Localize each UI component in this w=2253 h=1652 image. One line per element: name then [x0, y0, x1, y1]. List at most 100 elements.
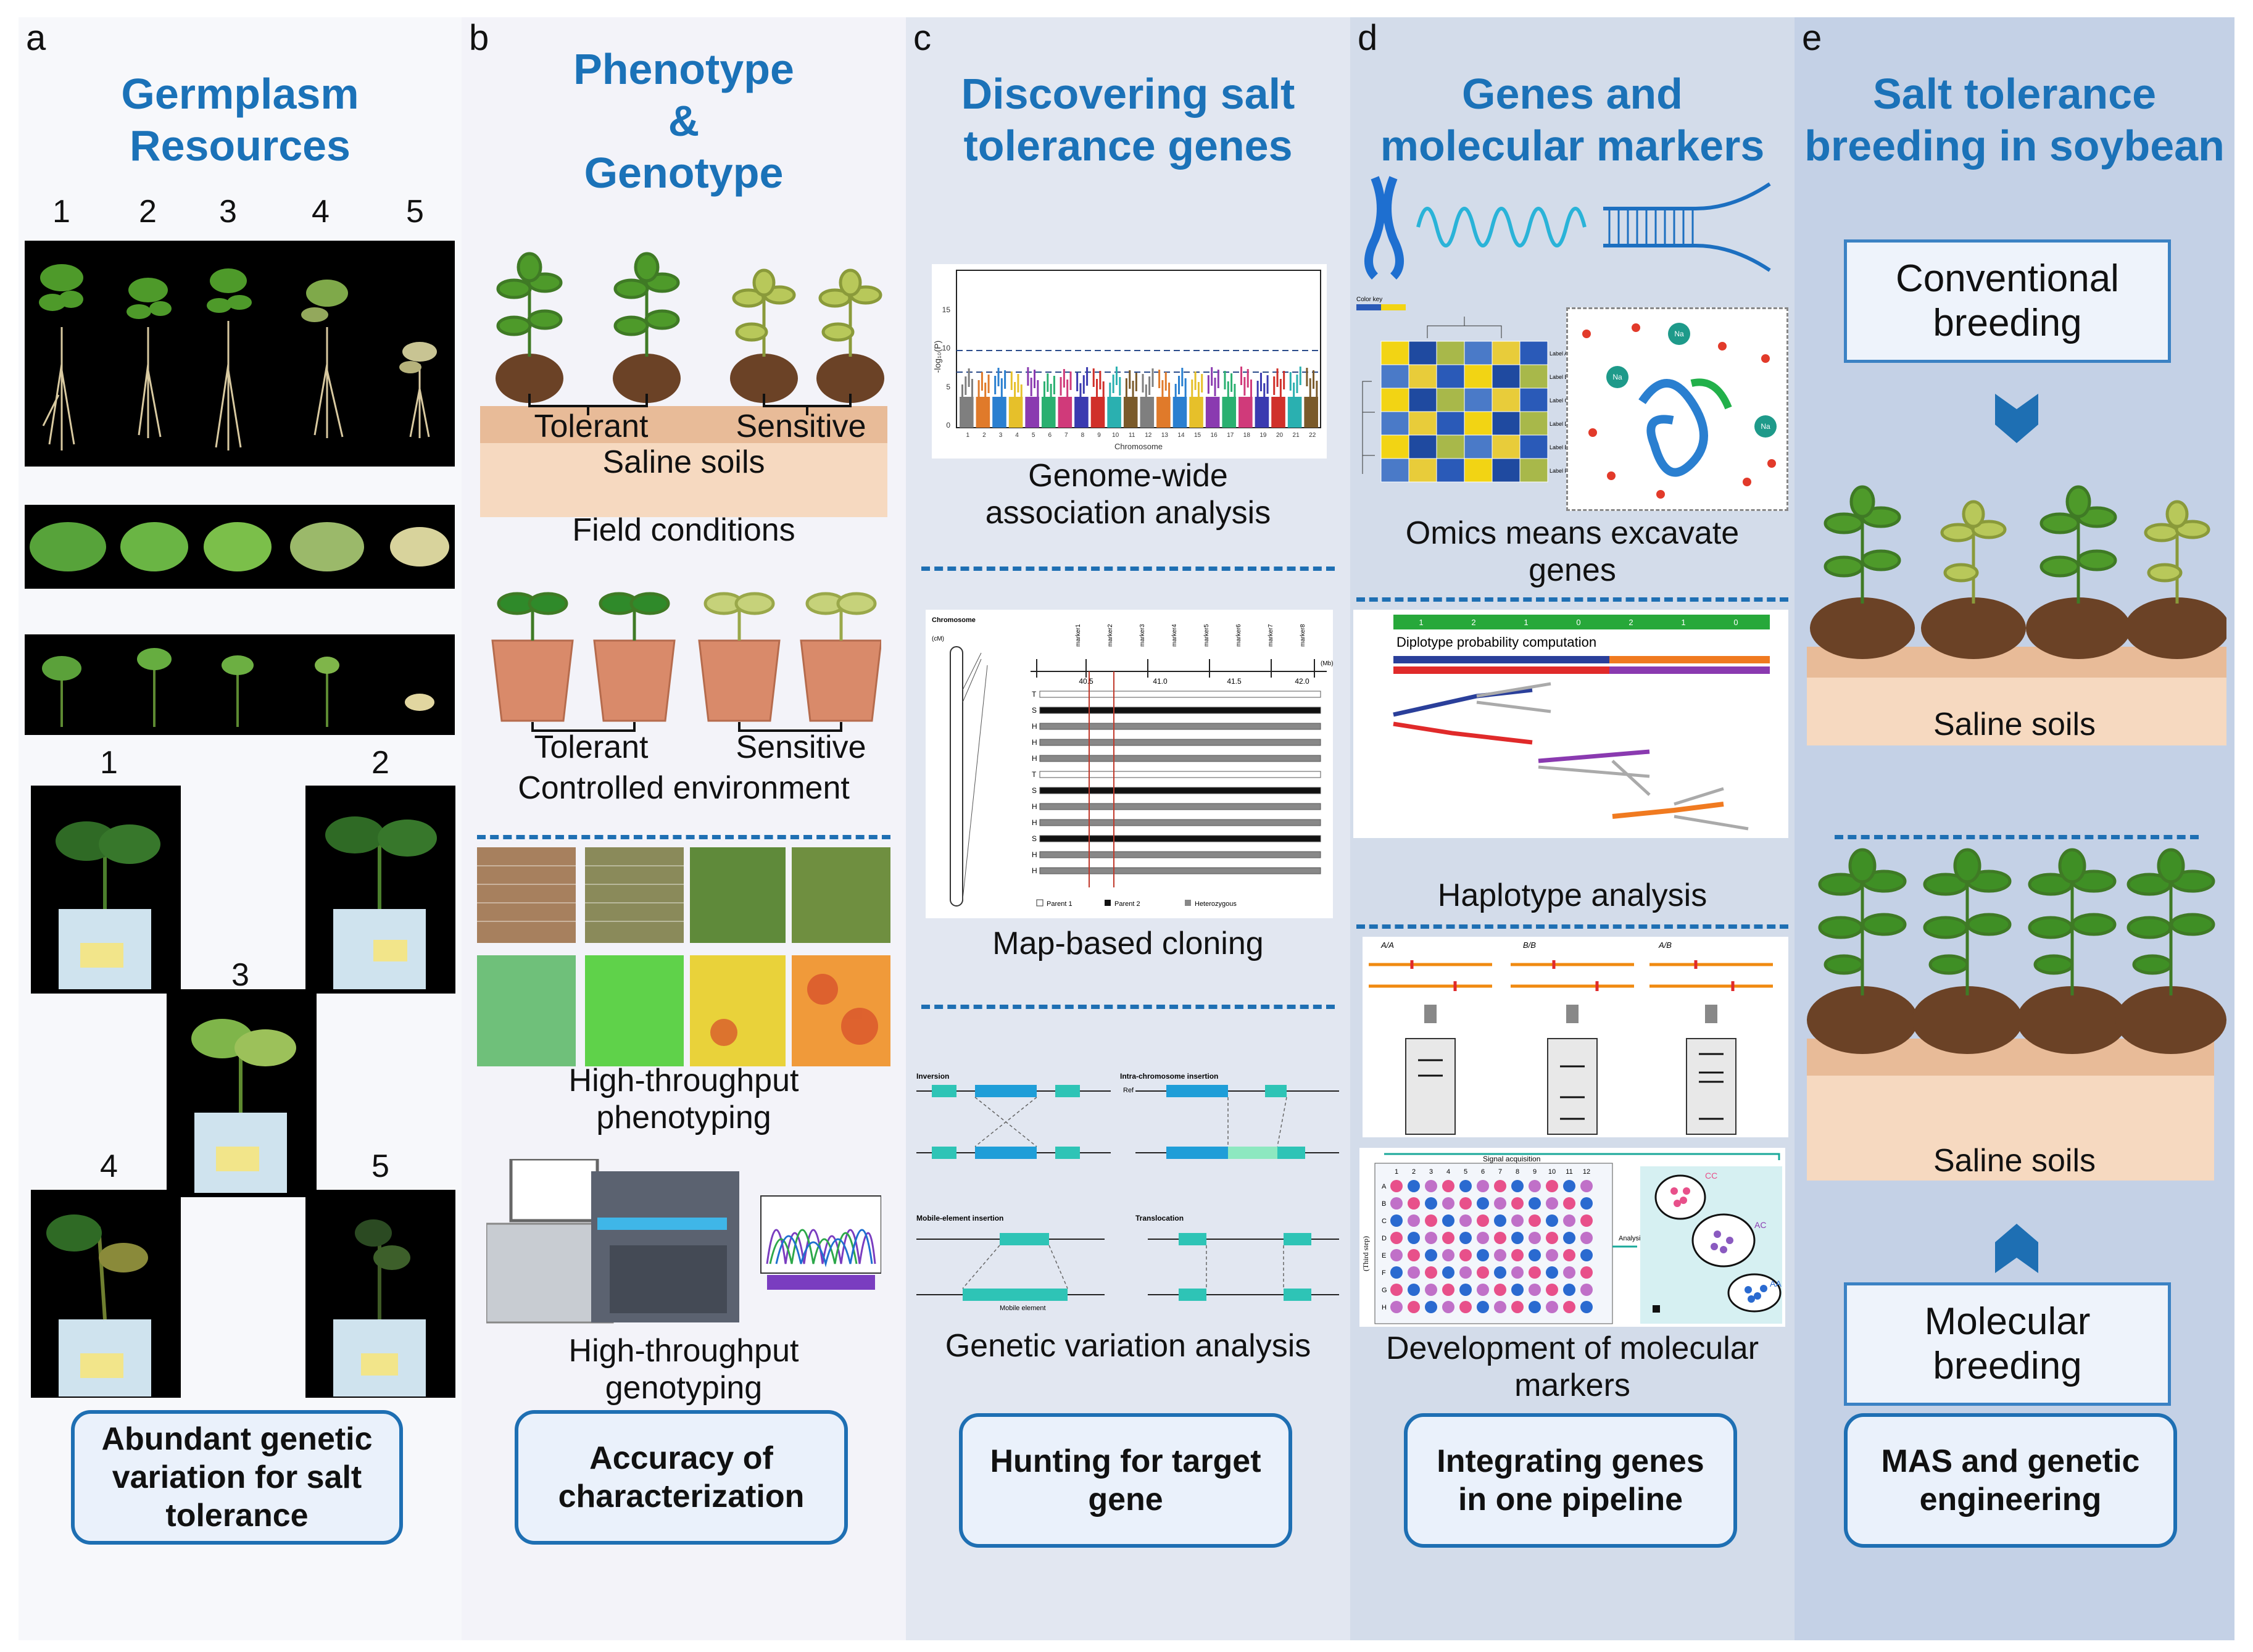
gwas-snp-column — [1174, 384, 1177, 402]
molecular-structure-figure: Na Na Na — [1566, 307, 1788, 511]
saline-soils-label-1: Saline soils — [1933, 707, 2096, 742]
aerial-images-grid — [477, 847, 890, 1066]
heatmap-cell — [1464, 458, 1493, 483]
gwas-snp-column — [1178, 376, 1180, 394]
gwas-label-line1: Genome-wide — [1028, 458, 1228, 494]
gwas-snp-column — [961, 384, 963, 403]
gwas-xtick: 10 — [1112, 432, 1119, 439]
field-tolerant-label: Tolerant — [534, 409, 649, 444]
gwas-snp-column — [1263, 383, 1266, 402]
map-legend-parent2: Parent 2 — [1114, 900, 1140, 908]
map-scale-41-5: 41.5 — [1227, 677, 1242, 686]
plate-well — [1425, 1232, 1437, 1244]
gwas-snp-column — [977, 380, 980, 399]
plate-well — [1442, 1214, 1454, 1227]
gwas-snp-column — [1299, 367, 1301, 385]
gwas-chromosome-band — [1090, 397, 1105, 428]
plate-well — [1511, 1266, 1524, 1279]
heatmap-cell — [1519, 458, 1548, 483]
plate-well — [1580, 1301, 1593, 1313]
gwas-chromosome-band — [976, 397, 990, 428]
gwas-snp-column — [1250, 380, 1252, 398]
heatmap-cell — [1492, 388, 1521, 412]
gwas-snp-column — [1060, 377, 1062, 396]
map-genotype-bar — [1039, 819, 1321, 826]
map-row-label: H — [1032, 818, 1037, 827]
gwas-snp-column — [1082, 375, 1085, 394]
plate-well — [1511, 1249, 1524, 1261]
map-genotype-bar — [1039, 803, 1321, 810]
gwas-snp-column — [1069, 371, 1072, 390]
plate-well — [1511, 1301, 1524, 1313]
gwas-snp-column — [1020, 384, 1023, 403]
gwas-snp-column — [1096, 379, 1098, 397]
gwas-xtick: 9 — [1097, 432, 1101, 439]
plate-well — [1580, 1249, 1593, 1261]
cluster-aa: AA — [1770, 1279, 1782, 1289]
panel-c-summary-line1: Hunting for target — [990, 1443, 1261, 1479]
gwas-xtick: 21 — [1293, 432, 1300, 439]
gwas-snp-column — [997, 368, 1000, 386]
heatmap-cell — [1408, 364, 1437, 389]
plate-well — [1546, 1249, 1558, 1261]
omics-line2: genes — [1529, 552, 1616, 588]
plate-col-label: 7 — [1498, 1168, 1502, 1176]
gwas-snp-column — [1034, 370, 1035, 388]
gwas-snp-column — [1230, 373, 1233, 392]
plate-well — [1511, 1180, 1524, 1192]
plate-col-label: 3 — [1429, 1168, 1433, 1176]
panel-b-phenotype-genotype: b Phenotype & Genotype Tolerant Sensitiv… — [462, 17, 906, 1640]
gwas-snp-column — [1256, 381, 1259, 399]
gwas-xtick: 14 — [1177, 432, 1185, 439]
conventional-field-illustration — [1807, 485, 2226, 745]
panel-d-title-line2: molecular markers — [1380, 122, 1765, 170]
plate-well — [1442, 1180, 1454, 1192]
map-legend-parent1: Parent 1 — [1047, 900, 1073, 908]
pot-number-4: 4 — [100, 1148, 118, 1184]
plate-well — [1563, 1197, 1575, 1210]
gwas-chromosome-band — [992, 397, 1006, 428]
map-marker-label: marker3 — [1139, 624, 1146, 647]
gwas-xtick: 19 — [1259, 432, 1267, 439]
heatmap-cell — [1464, 341, 1493, 365]
heatmap-cell — [1464, 411, 1493, 436]
plate-well — [1494, 1197, 1506, 1210]
plate-well — [1390, 1180, 1403, 1192]
map-row-label: S — [1032, 706, 1037, 715]
gwas-snp-column — [1259, 373, 1262, 391]
map-row-label: S — [1032, 834, 1037, 843]
plate-well — [1563, 1266, 1575, 1279]
panel-c-title-line1: Discovering salt — [961, 70, 1295, 118]
plate-well — [1390, 1266, 1403, 1279]
separator-e1 — [1835, 835, 2199, 839]
gwas-snp-column — [1283, 371, 1285, 389]
plate-well — [1425, 1284, 1437, 1296]
heatmap-figure: Color key Label ALabel BLabel CLabel DLa… — [1353, 289, 1566, 492]
gwas-snp-column — [1313, 370, 1315, 389]
map-unit-mb: (Mb) — [1321, 660, 1333, 667]
plate-well — [1580, 1266, 1593, 1279]
diplotype-digit: 1 — [1419, 618, 1423, 627]
sv-mobile-label: Mobile-element insertion — [916, 1214, 1003, 1222]
pot-number-5: 5 — [371, 1148, 389, 1184]
plant-number-3: 3 — [219, 194, 237, 230]
gwas-snp-column — [1191, 380, 1193, 398]
gwas-snp-column — [1132, 381, 1134, 399]
map-marker-label: marker4 — [1171, 624, 1178, 647]
map-marker-label: marker6 — [1235, 624, 1242, 647]
gwas-xtick: 8 — [1081, 432, 1085, 439]
color-key-label: Color key — [1356, 296, 1382, 303]
gwas-snp-column — [1014, 382, 1016, 401]
panel-e-title-line2: breeding in soybean — [1804, 122, 2225, 170]
pot-photo-2 — [305, 786, 455, 994]
gwas-chromosome-band — [1189, 397, 1203, 428]
htg-line2: genotyping — [605, 1370, 763, 1406]
panel-a-title-line1: Germplasm — [121, 70, 359, 118]
plate-well — [1442, 1232, 1454, 1244]
plate-well — [1563, 1214, 1575, 1227]
plate-well — [1459, 1249, 1472, 1261]
diplotype-digit: 0 — [1733, 618, 1738, 627]
